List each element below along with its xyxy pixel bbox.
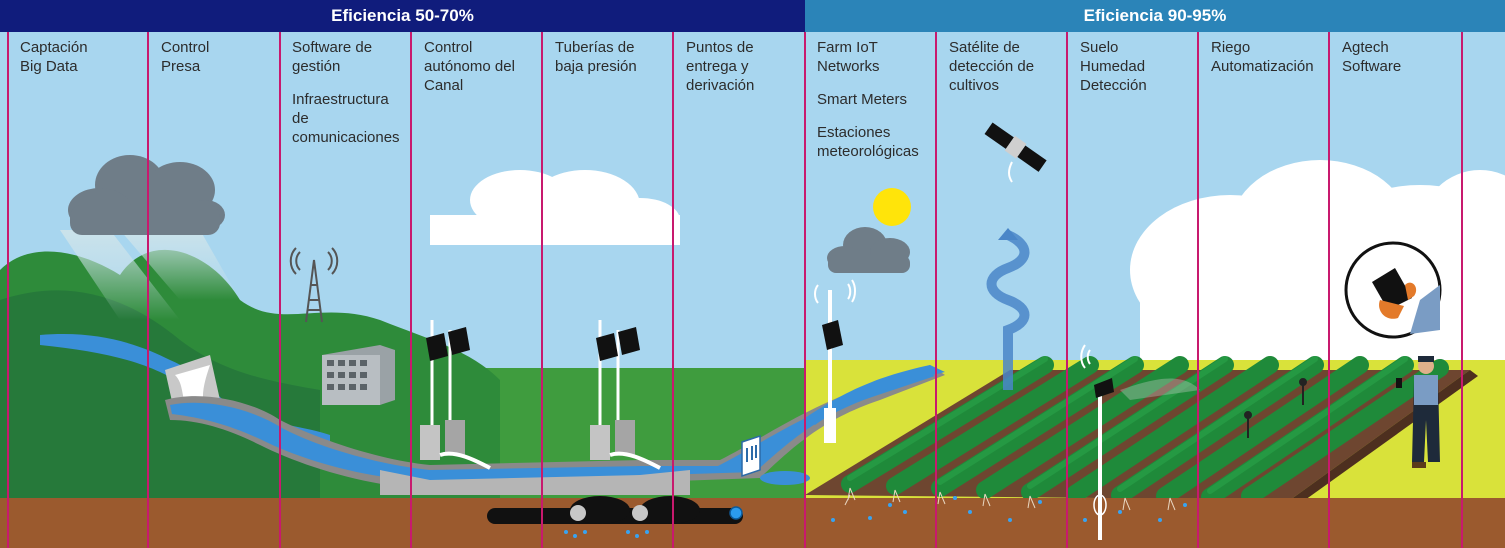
column-label-farm-iot: Farm IoT Networks Smart Meters Estacione… — [817, 38, 935, 161]
soil-sensor-icon — [1080, 344, 1200, 540]
canal-gate-icon — [590, 320, 661, 470]
label-text: Infraestructura de comunicaciones — [292, 91, 400, 146]
header-efficiency-low: Eficiencia 50-70% — [0, 0, 805, 32]
pipe-icon — [487, 496, 743, 538]
label-text: Satélite de detección de cultivos — [949, 39, 1035, 94]
column-label-agtech: Agtech Software — [1342, 38, 1460, 76]
satellite-icon — [984, 122, 1047, 183]
column-label-control-canal: Control autónomo del Canal — [424, 38, 542, 95]
soil — [0, 498, 1505, 548]
label-text: Farm IoT Networks — [817, 39, 880, 75]
solar-panel-icon — [426, 327, 470, 361]
solar-panel-icon — [596, 327, 640, 361]
label-text: Tuberías de baja presión — [555, 39, 637, 75]
column-label-riego: Riego Automatización — [1211, 38, 1329, 76]
cloud-icon — [827, 227, 910, 273]
label-text: Captación Big Data — [20, 39, 88, 75]
label-text: Agtech Software — [1342, 39, 1402, 75]
label-text: Suelo Humedad Detección — [1080, 39, 1147, 94]
sun-icon — [873, 188, 911, 226]
cloud-icon — [430, 170, 680, 245]
label-text: Smart Meters — [817, 91, 908, 108]
delivery-point-icon — [741, 434, 810, 485]
label-text: Software de gestión — [292, 39, 373, 75]
canal-gate-icon — [420, 320, 491, 470]
label-text: Riego Automatización — [1211, 39, 1314, 75]
label-text: Puntos de entrega y derivación — [686, 39, 755, 94]
column-dividers — [7, 32, 1463, 548]
column-label-satelite: Satélite de detección de cultivos — [949, 38, 1064, 95]
column-label-captacion: Captación Big Data — [20, 38, 145, 76]
column-label-tuberias: Tuberías de baja presión — [555, 38, 670, 76]
radio-tower-icon — [289, 247, 339, 323]
label-text: Estaciones meteorológicas — [817, 124, 919, 160]
building-icon — [322, 345, 395, 405]
column-label-control-presa: Control Presa — [161, 38, 276, 76]
weather-station-icon — [814, 279, 856, 443]
column-label-software-gestion: Software de gestión Infraestructura de c… — [292, 38, 410, 147]
farmer-icon — [1396, 356, 1440, 468]
tablet-icon — [1344, 241, 1442, 339]
header-efficiency-high: Eficiencia 90-95% — [805, 0, 1505, 32]
label-text: Control autónomo del Canal — [424, 39, 515, 94]
column-label-puntos-entrega: Puntos de entrega y derivación — [686, 38, 801, 95]
column-label-suelo: Suelo Humedad Detección — [1080, 38, 1195, 95]
label-text: Control Presa — [161, 39, 210, 75]
water-vapor-icon — [986, 228, 1030, 390]
